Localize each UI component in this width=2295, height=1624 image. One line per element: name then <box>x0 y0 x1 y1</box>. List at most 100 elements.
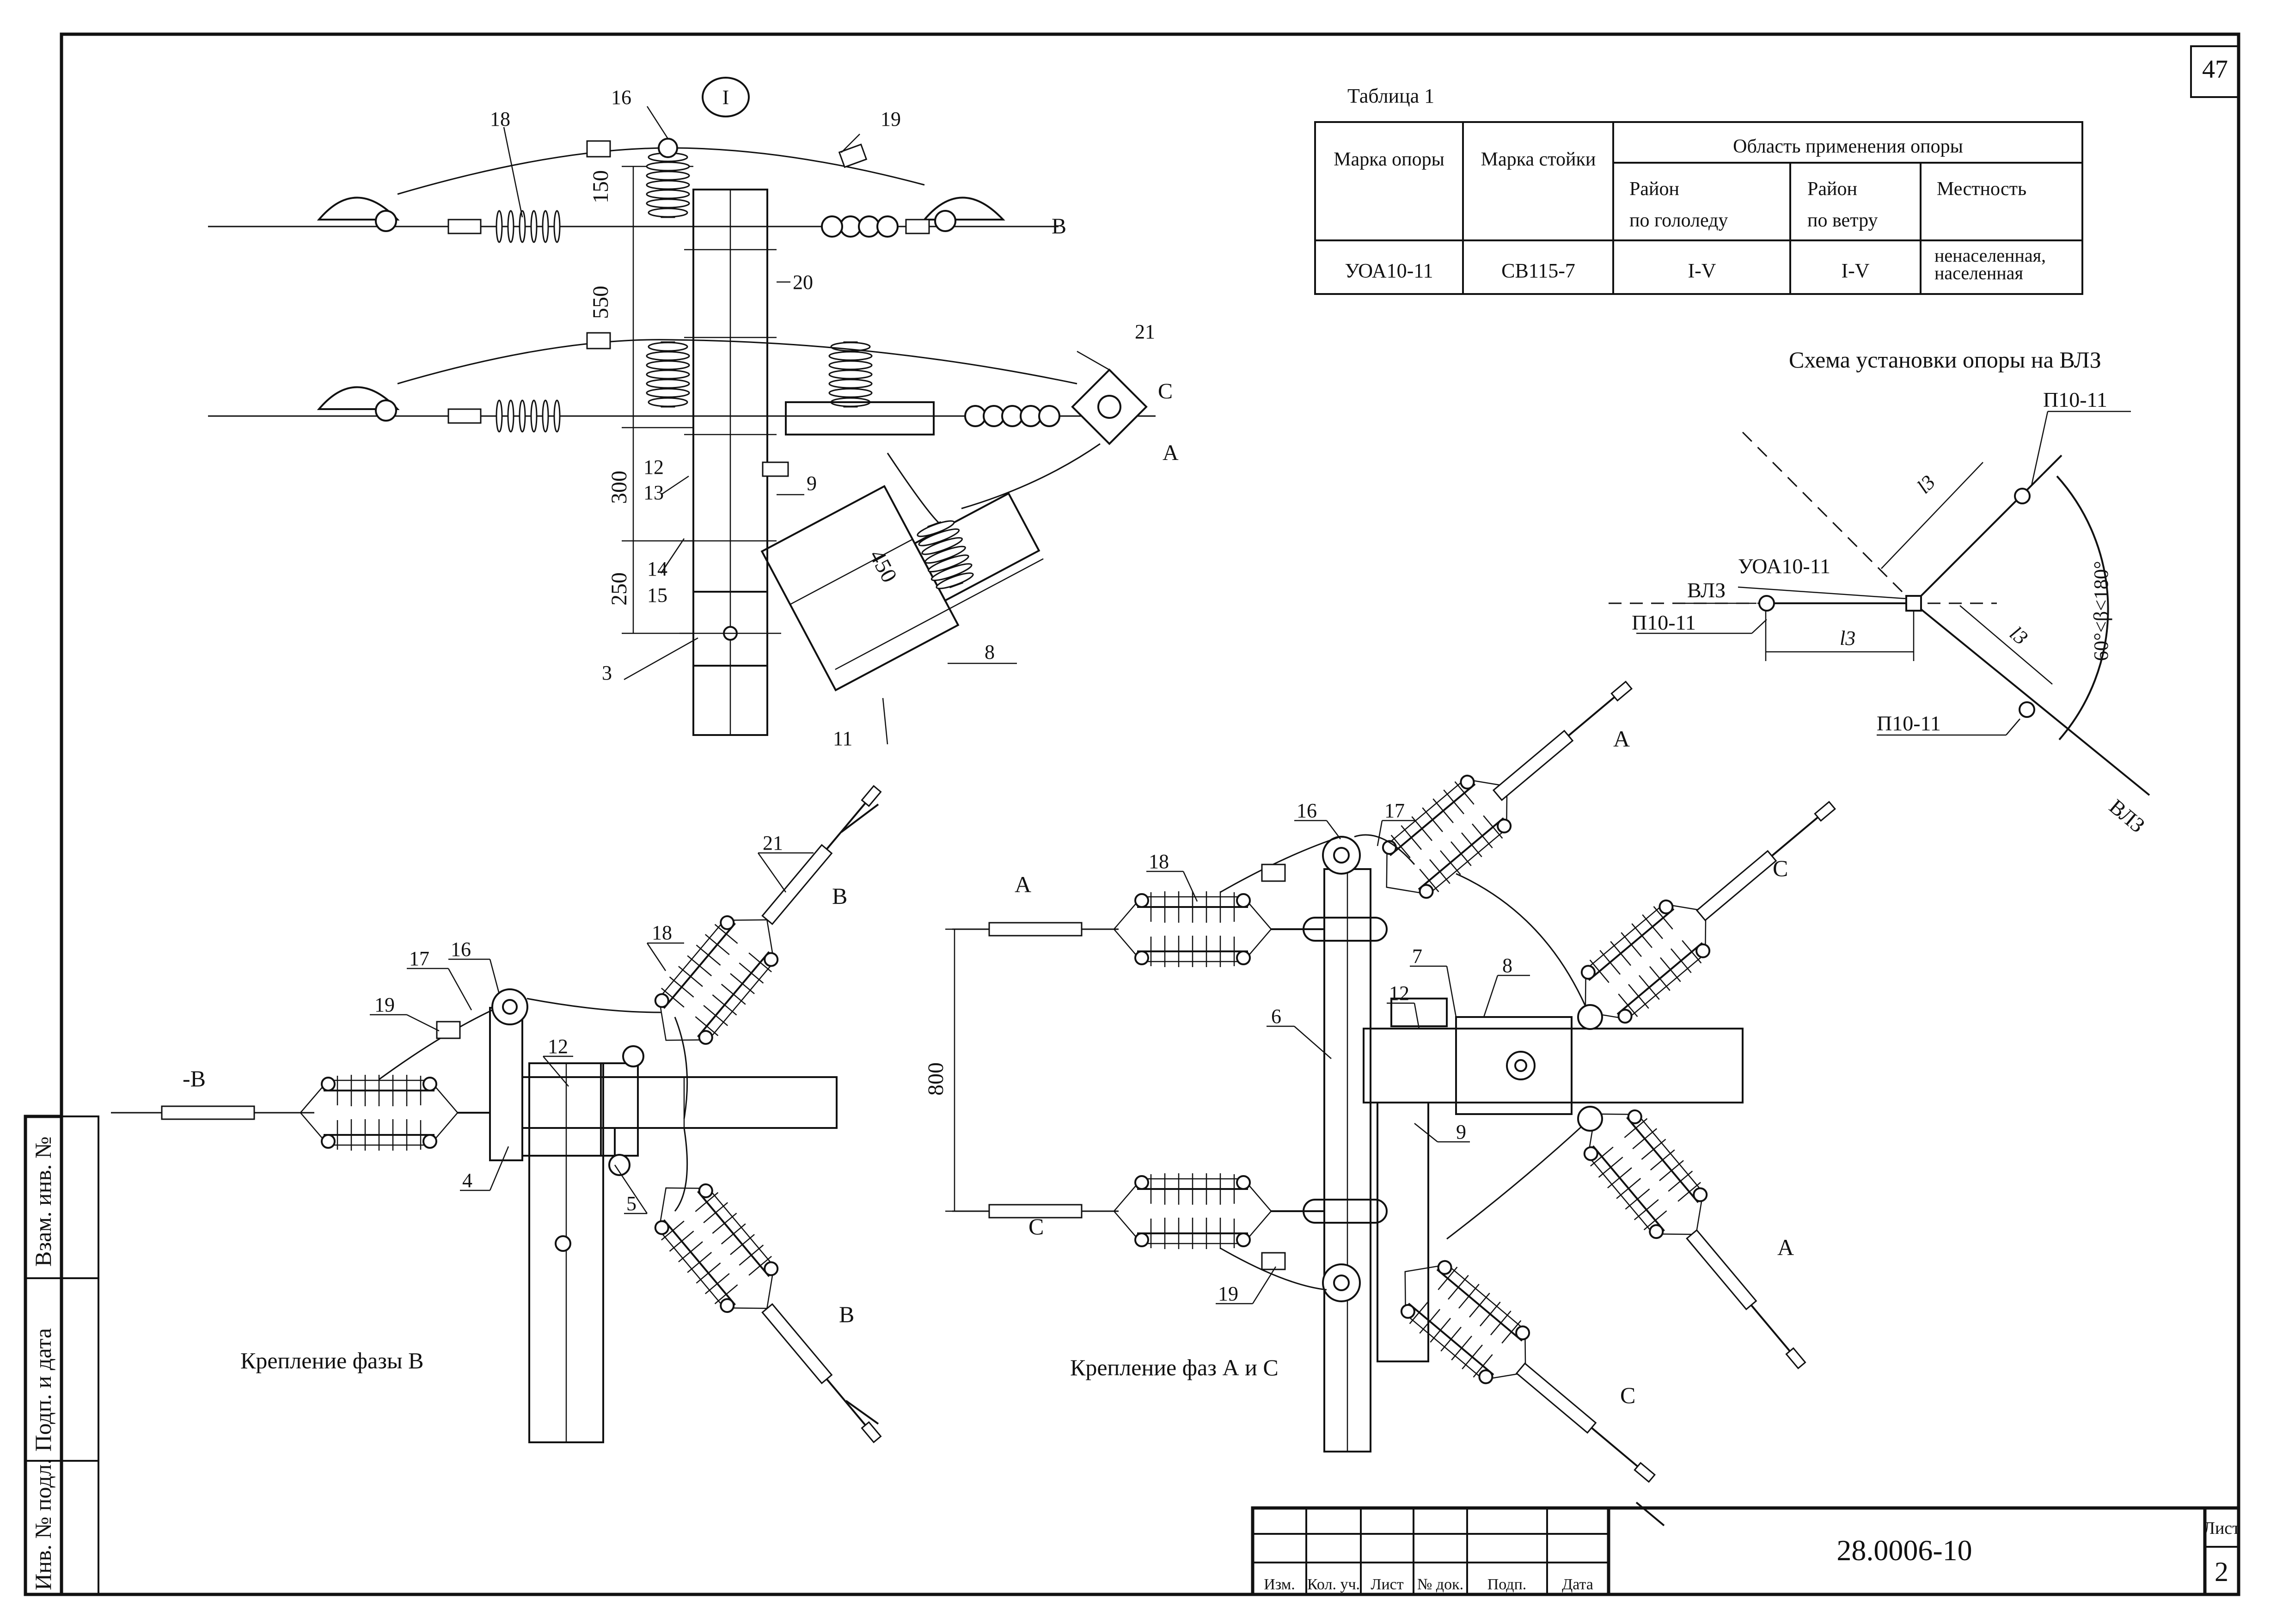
detail-mark: I <box>722 86 729 109</box>
col-doc: № док. <box>1417 1576 1463 1593</box>
th-wind-1: Район <box>1807 178 1857 200</box>
phaseb-upper-label: B <box>832 883 847 909</box>
top-phase-c: C <box>1158 379 1173 404</box>
table-caption: Таблица 1 <box>1347 85 1434 107</box>
callout-15-top: 15 <box>647 584 667 607</box>
callout-3-top: 3 <box>602 662 612 684</box>
td-mark: УОА10-11 <box>1345 259 1433 282</box>
phaseb-lower-label: B <box>839 1301 854 1327</box>
callout-14-top: 14 <box>647 558 667 580</box>
top-phase-b: B <box>1052 214 1066 239</box>
label-line-right: ВЛЗ <box>2105 795 2150 838</box>
scheme-title: Схема установки опоры на ВЛЗ <box>1789 347 2101 373</box>
dim-250: 250 <box>607 572 631 606</box>
td-terrain-2: населенная <box>1934 263 2023 283</box>
td-ice: I-V <box>1688 259 1716 282</box>
dim-300: 300 <box>607 471 631 504</box>
phaseb-callout-12: 12 <box>548 1035 568 1058</box>
phaseb-callout-17: 17 <box>409 947 429 970</box>
sheet-label: Лист <box>2203 1519 2240 1538</box>
elevation-view: I 150 550 300 250 <box>208 77 1179 750</box>
upper-left-string <box>447 210 561 243</box>
th-mark: Марка опоры <box>1334 149 1444 170</box>
phaseb-callout-5: 5 <box>626 1192 636 1215</box>
col-sign: Подп. <box>1487 1576 1527 1593</box>
label-pole-bottom: П10-11 <box>1877 711 1941 735</box>
ac-phase-a-lower-right: A <box>1777 1234 1794 1260</box>
callout-12-top: 12 <box>643 456 664 478</box>
phaseb-callout-16: 16 <box>451 938 471 961</box>
document-code: 28.0006-10 <box>1836 1534 1972 1567</box>
ac-callout-16: 16 <box>1297 799 1317 822</box>
application-table: Таблица 1 Марка опоры Марка стойки Облас… <box>1314 85 2083 295</box>
phase-ac-view: 800 A C A C A C 16 17 <box>924 679 1837 1526</box>
label-center-pole: УОА10-11 <box>1738 554 1830 578</box>
stamp-field-inventory: Инв. № подл. <box>30 1459 56 1590</box>
phaseb-caption: Крепление фазы В <box>240 1348 423 1373</box>
th-wind-2: по ветру <box>1807 210 1878 231</box>
th-ice-2: по гололеду <box>1629 210 1728 231</box>
callout-13-top: 13 <box>643 481 664 504</box>
ac-phase-a-top: A <box>1613 726 1630 752</box>
col-change: Изм. <box>1264 1576 1295 1593</box>
ac-callout-9: 9 <box>1456 1121 1466 1143</box>
title-block: Изм. Кол. уч. Лист № док. Подп. Дата 28.… <box>1251 1506 2240 1596</box>
td-terrain-1: ненаселенная, <box>1934 245 2046 266</box>
ac-phase-a-left: A <box>1015 871 1031 897</box>
dim-450: 450 <box>864 545 902 586</box>
ac-phase-c-left: C <box>1028 1213 1044 1239</box>
callout-8-top: 8 <box>985 641 995 663</box>
ac-callout-12: 12 <box>1389 982 1409 1005</box>
top-phase-a: A <box>1163 441 1179 465</box>
sheet-frame: 47 <box>60 32 2240 1596</box>
callout-20-top: 20 <box>793 271 813 294</box>
phaseb-callout-4: 4 <box>462 1169 472 1192</box>
dim-150: 150 <box>588 170 613 203</box>
th-terrain: Местность <box>1937 178 2026 200</box>
crossarm <box>760 485 1044 692</box>
td-wind: I-V <box>1841 259 1869 282</box>
callout-18-top: 18 <box>490 108 510 130</box>
label-pole-top: П10-11 <box>2043 388 2107 411</box>
ac-callout-19: 19 <box>1218 1282 1238 1305</box>
phaseb-callout-21: 21 <box>763 832 783 854</box>
dim-angle: 60°≤β<180° <box>2090 561 2112 661</box>
label-line-left: ВЛЗ <box>1687 578 1726 602</box>
lower-left-string <box>447 399 561 433</box>
col-sheet: Лист <box>1371 1576 1403 1593</box>
phaseb-callout-19: 19 <box>374 993 395 1016</box>
pole-left <box>1758 595 1775 612</box>
ac-phase-c-upper-right: C <box>1773 855 1788 881</box>
ac-phase-c-bottom: C <box>1620 1382 1635 1408</box>
dim-len-right: l3 <box>2006 622 2032 650</box>
stamp-field-sign: Подп. и дата <box>30 1328 56 1452</box>
ac-callout-8: 8 <box>1502 954 1512 977</box>
installation-scheme: Схема установки опоры на ВЛЗ П10-11 <box>1609 347 2150 838</box>
phaseac-caption: Крепление фаз А и С <box>1070 1354 1279 1380</box>
pole-bottom <box>2019 701 2035 718</box>
callout-9-top: 9 <box>807 472 817 495</box>
callout-16-top: 16 <box>611 86 631 109</box>
callout-11-top: 11 <box>833 727 852 750</box>
ac-callout-6: 6 <box>1271 1005 1281 1028</box>
th-application: Область применения опоры <box>1733 136 1963 157</box>
phase-b-view: -B B B 21 18 17 16 19 12 4 5 <box>111 784 883 1445</box>
th-ice-1: Район <box>1629 178 1679 200</box>
upper-right-string <box>821 215 930 238</box>
callout-19-top: 19 <box>881 108 901 130</box>
callout-21-top: 21 <box>1135 320 1155 343</box>
phaseb-left-label: -B <box>183 1066 206 1091</box>
sheet-number-top: 47 <box>2202 55 2228 84</box>
col-qty: Кол. уч. <box>1307 1576 1360 1593</box>
dim-len-top: l3 <box>1912 471 1940 498</box>
th-stand: Марка стойки <box>1481 149 1596 170</box>
col-date: Дата <box>1562 1576 1593 1593</box>
pole-center <box>1905 595 1922 612</box>
phaseb-callout-18: 18 <box>652 921 672 944</box>
label-pole-left: П10-11 <box>1632 611 1696 634</box>
dim-550: 550 <box>588 286 613 319</box>
detail-mark-circle <box>702 77 750 117</box>
ac-callout-18: 18 <box>1149 850 1169 873</box>
td-stand: СВ115-7 <box>1501 259 1575 282</box>
